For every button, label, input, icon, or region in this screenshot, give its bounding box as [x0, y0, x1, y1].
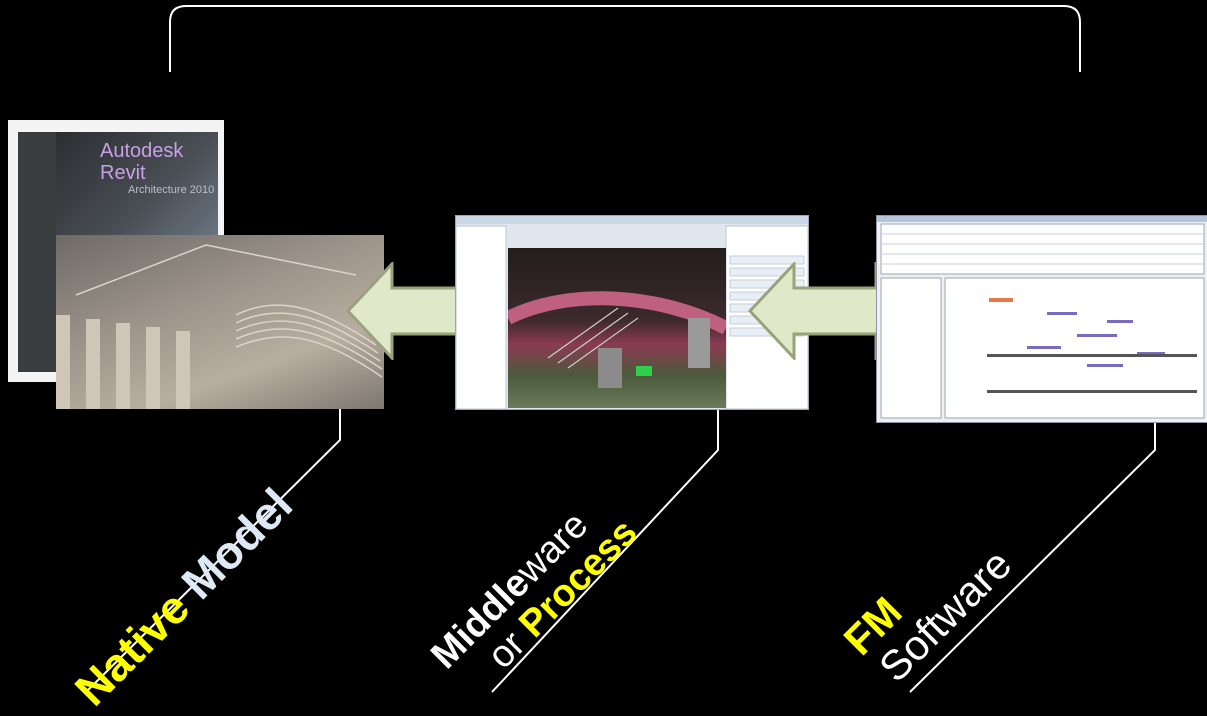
revit-box-title: Autodesk Revit	[100, 140, 183, 184]
scheduler-ui-detail	[877, 216, 1207, 422]
fm-scheduler-screenshot	[876, 215, 1207, 423]
middleware-3d-view	[508, 248, 726, 408]
top-bracket	[170, 6, 1080, 72]
building-render-detail	[56, 235, 384, 409]
revit-box-spine	[18, 132, 56, 372]
3d-view-detail	[508, 248, 726, 408]
building-model-render	[56, 235, 384, 409]
revit-box-edition: Architecture 2010	[128, 184, 214, 196]
